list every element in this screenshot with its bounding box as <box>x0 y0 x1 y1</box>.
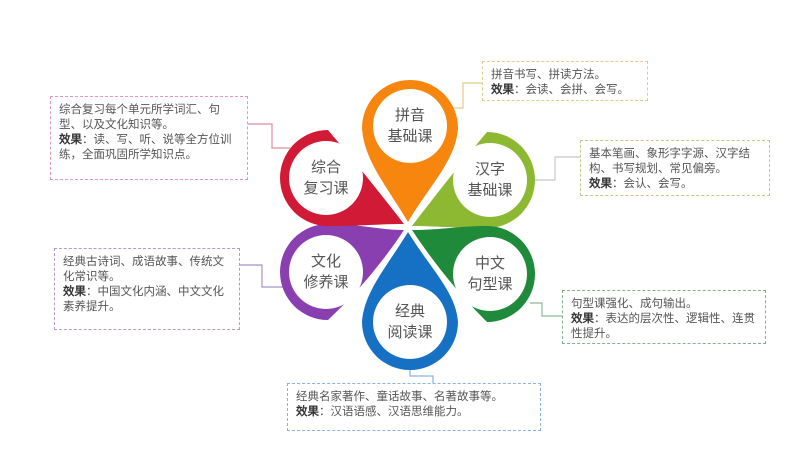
connector-wenhua <box>240 264 285 288</box>
petal-label-fuxi: 综合 复习课 <box>303 158 349 197</box>
connector-fuxi <box>248 123 290 149</box>
effect-label: 效果 <box>571 311 594 325</box>
note-pinyin: 拼音书写、拼读方法。 效果：会读、会拼、会写。 <box>482 61 648 101</box>
effect-text: ：中国文化内涵、中文文化素养提升。 <box>63 284 224 313</box>
note-content: 经典名家著作、童话故事、名著故事等。 <box>296 389 503 403</box>
petal-wenhua <box>280 224 404 320</box>
effect-label: 效果 <box>59 132 82 146</box>
note-yuedu: 经典名家著作、童话故事、名著故事等。 效果：汉语语感、汉语思维能力。 <box>287 383 541 431</box>
note-content: 综合复习每个单元所学词汇、句型、以及文化知识等。 <box>59 102 220 131</box>
petal-juxing <box>412 226 535 322</box>
effect-label: 效果 <box>296 404 319 418</box>
effect-label: 效果 <box>63 284 86 298</box>
note-content: 拼音书写、拼读方法。 <box>491 67 606 81</box>
effect-label: 效果 <box>589 176 612 190</box>
note-juxing: 句型课强化、成句输出。 效果：表达的层次性、逻辑性、连贯性提升。 <box>562 290 766 344</box>
note-fuxi: 综合复习每个单元所学词汇、句型、以及文化知识等。 效果：读、写、听、说等全方位训… <box>50 96 248 180</box>
petal-label-wenhua: 文化 修养课 <box>303 252 349 291</box>
petal-pinyin <box>362 80 458 222</box>
note-wenhua: 经典古诗词、成语故事、传统文化常识等。 效果：中国文化内涵、中文文化素养提升。 <box>54 248 240 330</box>
effect-text: ：会认、会写。 <box>612 176 693 190</box>
petal-label-pinyin: 拼音 基础课 <box>387 106 433 145</box>
effect-label: 效果 <box>491 82 514 96</box>
petal-hanzi <box>412 132 535 228</box>
petal-label-hanzi: 汉字 基础课 <box>467 160 513 199</box>
petal-yuedu <box>362 232 458 370</box>
connector-juxing <box>530 302 562 317</box>
petal-label-yuedu: 经典 阅读课 <box>387 302 433 341</box>
connector-hanzi <box>535 156 580 181</box>
note-content: 经典古诗词、成语故事、传统文化常识等。 <box>63 254 224 283</box>
effect-text: ：读、写、听、说等全方位训练，全面巩固所学知识点。 <box>59 132 232 161</box>
effect-text: ：汉语语感、汉语思维能力。 <box>319 404 469 418</box>
effect-text: ：会读、会拼、会写。 <box>514 82 629 96</box>
note-content: 基本笔画、象形字字源、汉字结构、书写规划、常见偏旁。 <box>589 146 750 175</box>
petal-label-juxing: 中文 句型课 <box>467 254 513 293</box>
note-hanzi: 基本笔画、象形字字源、汉字结构、书写规划、常见偏旁。 效果：会认、会写。 <box>580 140 770 196</box>
connector-pinyin <box>445 82 482 109</box>
petal-fuxi <box>280 130 404 226</box>
effect-text: ：表达的层次性、逻辑性、连贯性提升。 <box>571 311 755 340</box>
note-content: 句型课强化、成句输出。 <box>571 296 698 310</box>
